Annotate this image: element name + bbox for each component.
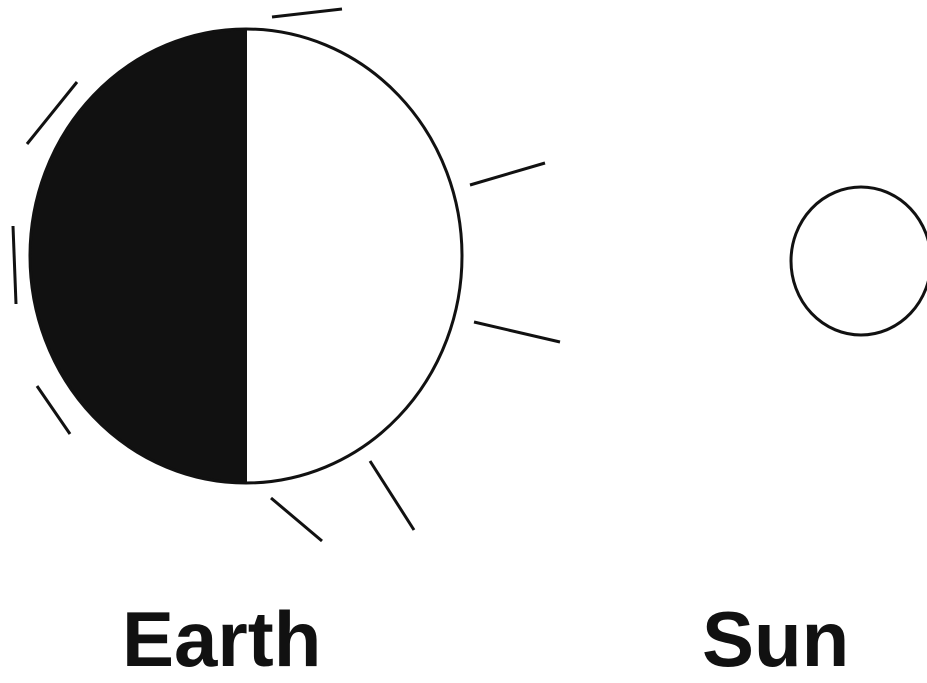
earth-stroke: [271, 498, 322, 541]
earth-stroke: [470, 163, 545, 185]
sun-label: Sun: [702, 600, 849, 678]
earth-label: Earth: [122, 600, 321, 678]
earth-night-side: [30, 30, 245, 482]
earth-stroke: [272, 9, 342, 17]
earth-stroke: [37, 386, 70, 434]
earth-day-side: [245, 30, 460, 482]
earth-stroke: [370, 461, 414, 530]
earth-stroke: [13, 226, 16, 304]
sun-circle: [791, 187, 927, 335]
earth-stroke: [474, 322, 560, 342]
